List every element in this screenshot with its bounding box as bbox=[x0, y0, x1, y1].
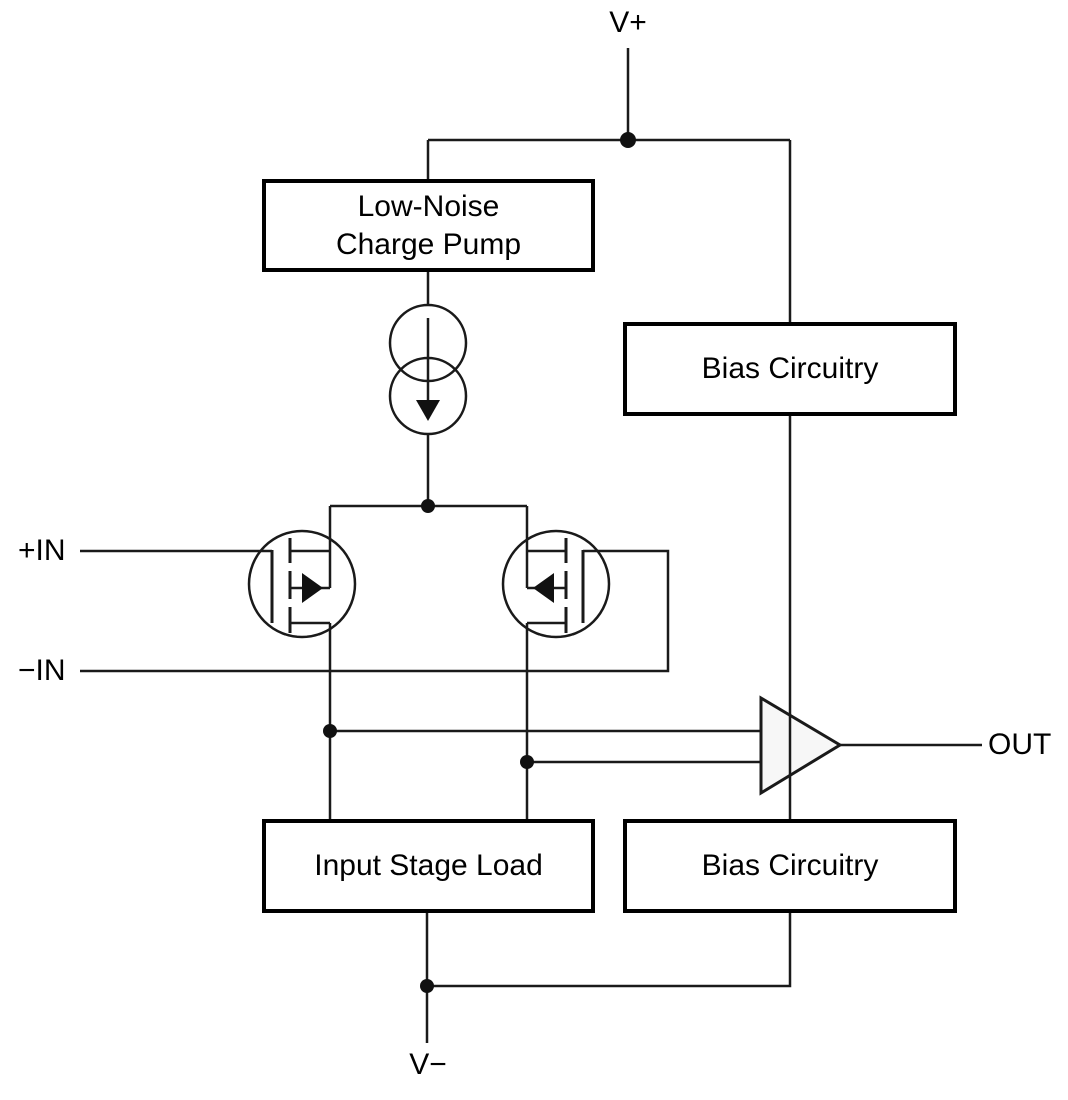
block-bias-top: Bias Circuitry bbox=[623, 322, 957, 416]
block-bias-top-label: Bias Circuitry bbox=[701, 352, 879, 385]
amplifier-triangle-icon bbox=[759, 695, 843, 796]
label-in-minus: −IN bbox=[18, 654, 66, 687]
junction-dot-vminus bbox=[420, 979, 434, 993]
block-charge-pump-line2: Charge Pump bbox=[335, 227, 522, 261]
mosfet-right-icon bbox=[501, 529, 611, 639]
mosfet-left-arrow bbox=[302, 573, 323, 603]
label-v-plus: V+ bbox=[609, 6, 647, 39]
junction-dot-left-out bbox=[323, 724, 337, 738]
wire-bias-bottom-to-rail bbox=[427, 913, 792, 988]
mosfet-left-icon bbox=[247, 529, 357, 639]
label-v-minus: V− bbox=[409, 1048, 447, 1081]
label-out: OUT bbox=[988, 728, 1052, 761]
mosfet-left-body-circle bbox=[247, 529, 357, 639]
wire-in-minus-lead bbox=[80, 549, 670, 673]
block-bias-bottom: Bias Circuitry bbox=[623, 819, 957, 913]
block-charge-pump-line1: Low-Noise bbox=[357, 189, 500, 223]
mosfet-right-body-circle bbox=[501, 529, 611, 639]
label-in-plus: +IN bbox=[18, 534, 66, 567]
block-charge-pump: Low-Noise Charge Pump bbox=[262, 179, 595, 272]
mosfet-right-arrow bbox=[533, 573, 554, 603]
current-source-arrowhead bbox=[416, 400, 440, 421]
wire-group bbox=[80, 48, 982, 1043]
junction-dot-right-out bbox=[520, 755, 534, 769]
block-input-stage-load: Input Stage Load bbox=[262, 819, 595, 913]
current-source-icon bbox=[388, 303, 468, 436]
junction-dot-vplus bbox=[620, 132, 636, 148]
block-bias-bottom-label: Bias Circuitry bbox=[701, 849, 879, 882]
block-input-stage-load-label: Input Stage Load bbox=[314, 849, 543, 882]
junction-dots bbox=[323, 132, 636, 993]
junction-dot-tail bbox=[421, 499, 435, 513]
